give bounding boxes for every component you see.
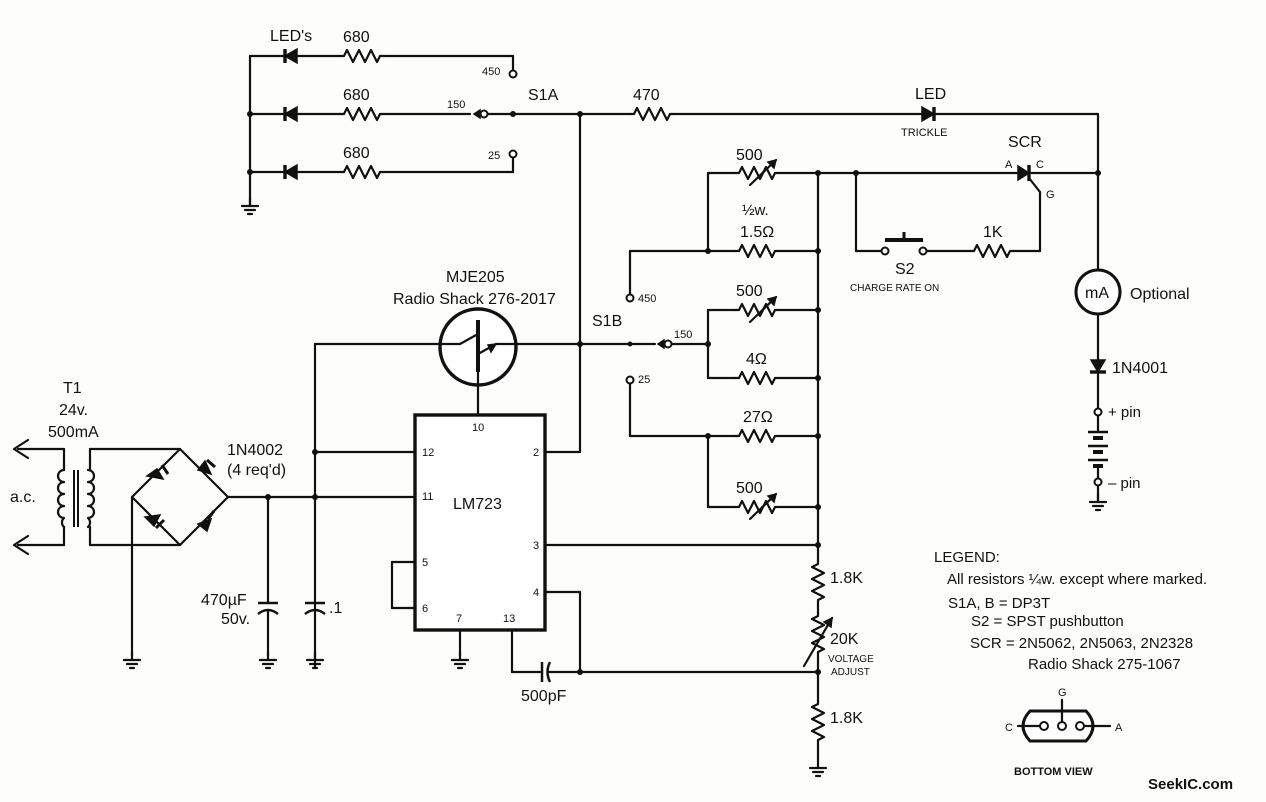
pos25a-label: 25 (488, 150, 500, 162)
mje205-transistor (313, 307, 582, 417)
pin5-label: 5 (422, 557, 428, 569)
pos25b-label: 25 (638, 374, 650, 386)
lm723-label: LM723 (453, 496, 502, 513)
trickle-path (511, 105, 1100, 454)
lm723-ic (312, 342, 820, 683)
t1-ma-label: 500mA (48, 424, 99, 441)
t1-label: T1 (63, 380, 82, 397)
leds-label: LED's (270, 28, 312, 45)
r1-5-label: 1.5Ω (740, 224, 774, 241)
watermark: SeekIC.com (1148, 776, 1233, 793)
c470-label: 470µF (201, 592, 247, 609)
pin6-label: 6 (422, 603, 428, 615)
scr-label: SCR (1008, 134, 1042, 151)
pos150b-label: 150 (674, 329, 692, 341)
adjust-label: ADJUST (831, 667, 870, 678)
r500c-label: 500 (736, 480, 763, 497)
r27-label: 27Ω (743, 409, 773, 426)
r4-label: 4Ω (746, 351, 767, 368)
pin4-label: 4 (533, 587, 539, 599)
legend-line-1: All resistors ¼w. except where marked. (947, 571, 1207, 588)
pos450a-label: 450 (482, 66, 500, 78)
pin3-label: 3 (533, 540, 539, 552)
c50v-label: 50v. (221, 611, 250, 628)
r500b-label: 500 (736, 283, 763, 300)
s1a-label: S1A (528, 87, 559, 104)
pos150a-label: 150 (447, 99, 465, 111)
pin12-label: 12 (422, 447, 434, 459)
pos450b-label: 450 (638, 293, 656, 305)
s2-label: S2 (895, 261, 915, 278)
bv-g-label: G (1058, 687, 1067, 699)
r20k-label: 20K (830, 631, 859, 648)
optional-label: Optional (1130, 286, 1190, 303)
c500pf-label: 500pF (521, 688, 567, 705)
t1-volt-label: 24v. (59, 402, 88, 419)
req-label: (4 req'd) (227, 462, 286, 479)
r680b-label: 680 (343, 87, 370, 104)
bv-c-label: C (1005, 722, 1013, 734)
labels: LED's 680 680 680 450 150 25 S1A 470 LED… (10, 28, 1190, 778)
ac-label: a.c. (10, 489, 36, 506)
r1-8b-label: 1.8K (830, 710, 863, 727)
scr-c-label: C (1036, 159, 1044, 171)
voltage-divider (802, 558, 834, 778)
pin7-label: 7 (456, 613, 462, 625)
d1n4001-label: 1N4001 (1112, 360, 1168, 377)
r1k-label: 1K (983, 224, 1003, 241)
s1b-resistor-bank (577, 171, 821, 562)
power-input (12, 438, 417, 670)
half-w-label: ½w. (742, 202, 769, 219)
trickle-label: TRICKLE (901, 127, 947, 139)
pin13-label: 13 (503, 613, 515, 625)
radio-shack-276-label: Radio Shack 276-2017 (393, 291, 556, 308)
r1-8a-label: 1.8K (830, 570, 863, 587)
output-section (1074, 268, 1122, 512)
scr-a-label: A (1005, 159, 1013, 171)
minus-pin-label: – pin (1108, 475, 1141, 492)
charge-rate-label: CHARGE RATE ON (850, 283, 939, 294)
c01-label: .1 (329, 600, 342, 617)
r680a-label: 680 (343, 29, 370, 46)
scr-bottom-view (1016, 698, 1112, 743)
plus-pin-label: + pin (1108, 404, 1141, 421)
bottom-view-label: BOTTOM VIEW (1014, 766, 1093, 778)
legend-line-2: S1A, B = DP3T (948, 595, 1050, 612)
legend-line-3: S2 = SPST pushbutton (971, 613, 1124, 630)
voltage-label: VOLTAGE (828, 654, 874, 665)
r470-label: 470 (633, 87, 660, 104)
scr-section (706, 158, 1101, 259)
r680c-label: 680 (343, 145, 370, 162)
mje205-label: MJE205 (446, 269, 505, 286)
r500a-label: 500 (736, 147, 763, 164)
pin2-label: 2 (533, 447, 539, 459)
led-label: LED (915, 86, 946, 103)
legend-line-4: SCR = 2N5062, 2N5063, 2N2328 (970, 635, 1193, 652)
legend-line-5: Radio Shack 275-1067 (1028, 656, 1181, 673)
d1n4002-label: 1N4002 (227, 442, 283, 459)
s1b-label: S1B (592, 313, 622, 330)
legend: LEGEND: All resistors ¼w. except where m… (934, 549, 1207, 673)
pin11-label: 11 (422, 491, 433, 503)
pin10-label: 10 (472, 422, 484, 434)
scr-g-label: G (1046, 189, 1055, 201)
led-indicator-section (240, 47, 518, 216)
ma-label: mA (1085, 285, 1109, 302)
bv-a-label: A (1115, 722, 1123, 734)
legend-title: LEGEND: (934, 549, 1000, 566)
